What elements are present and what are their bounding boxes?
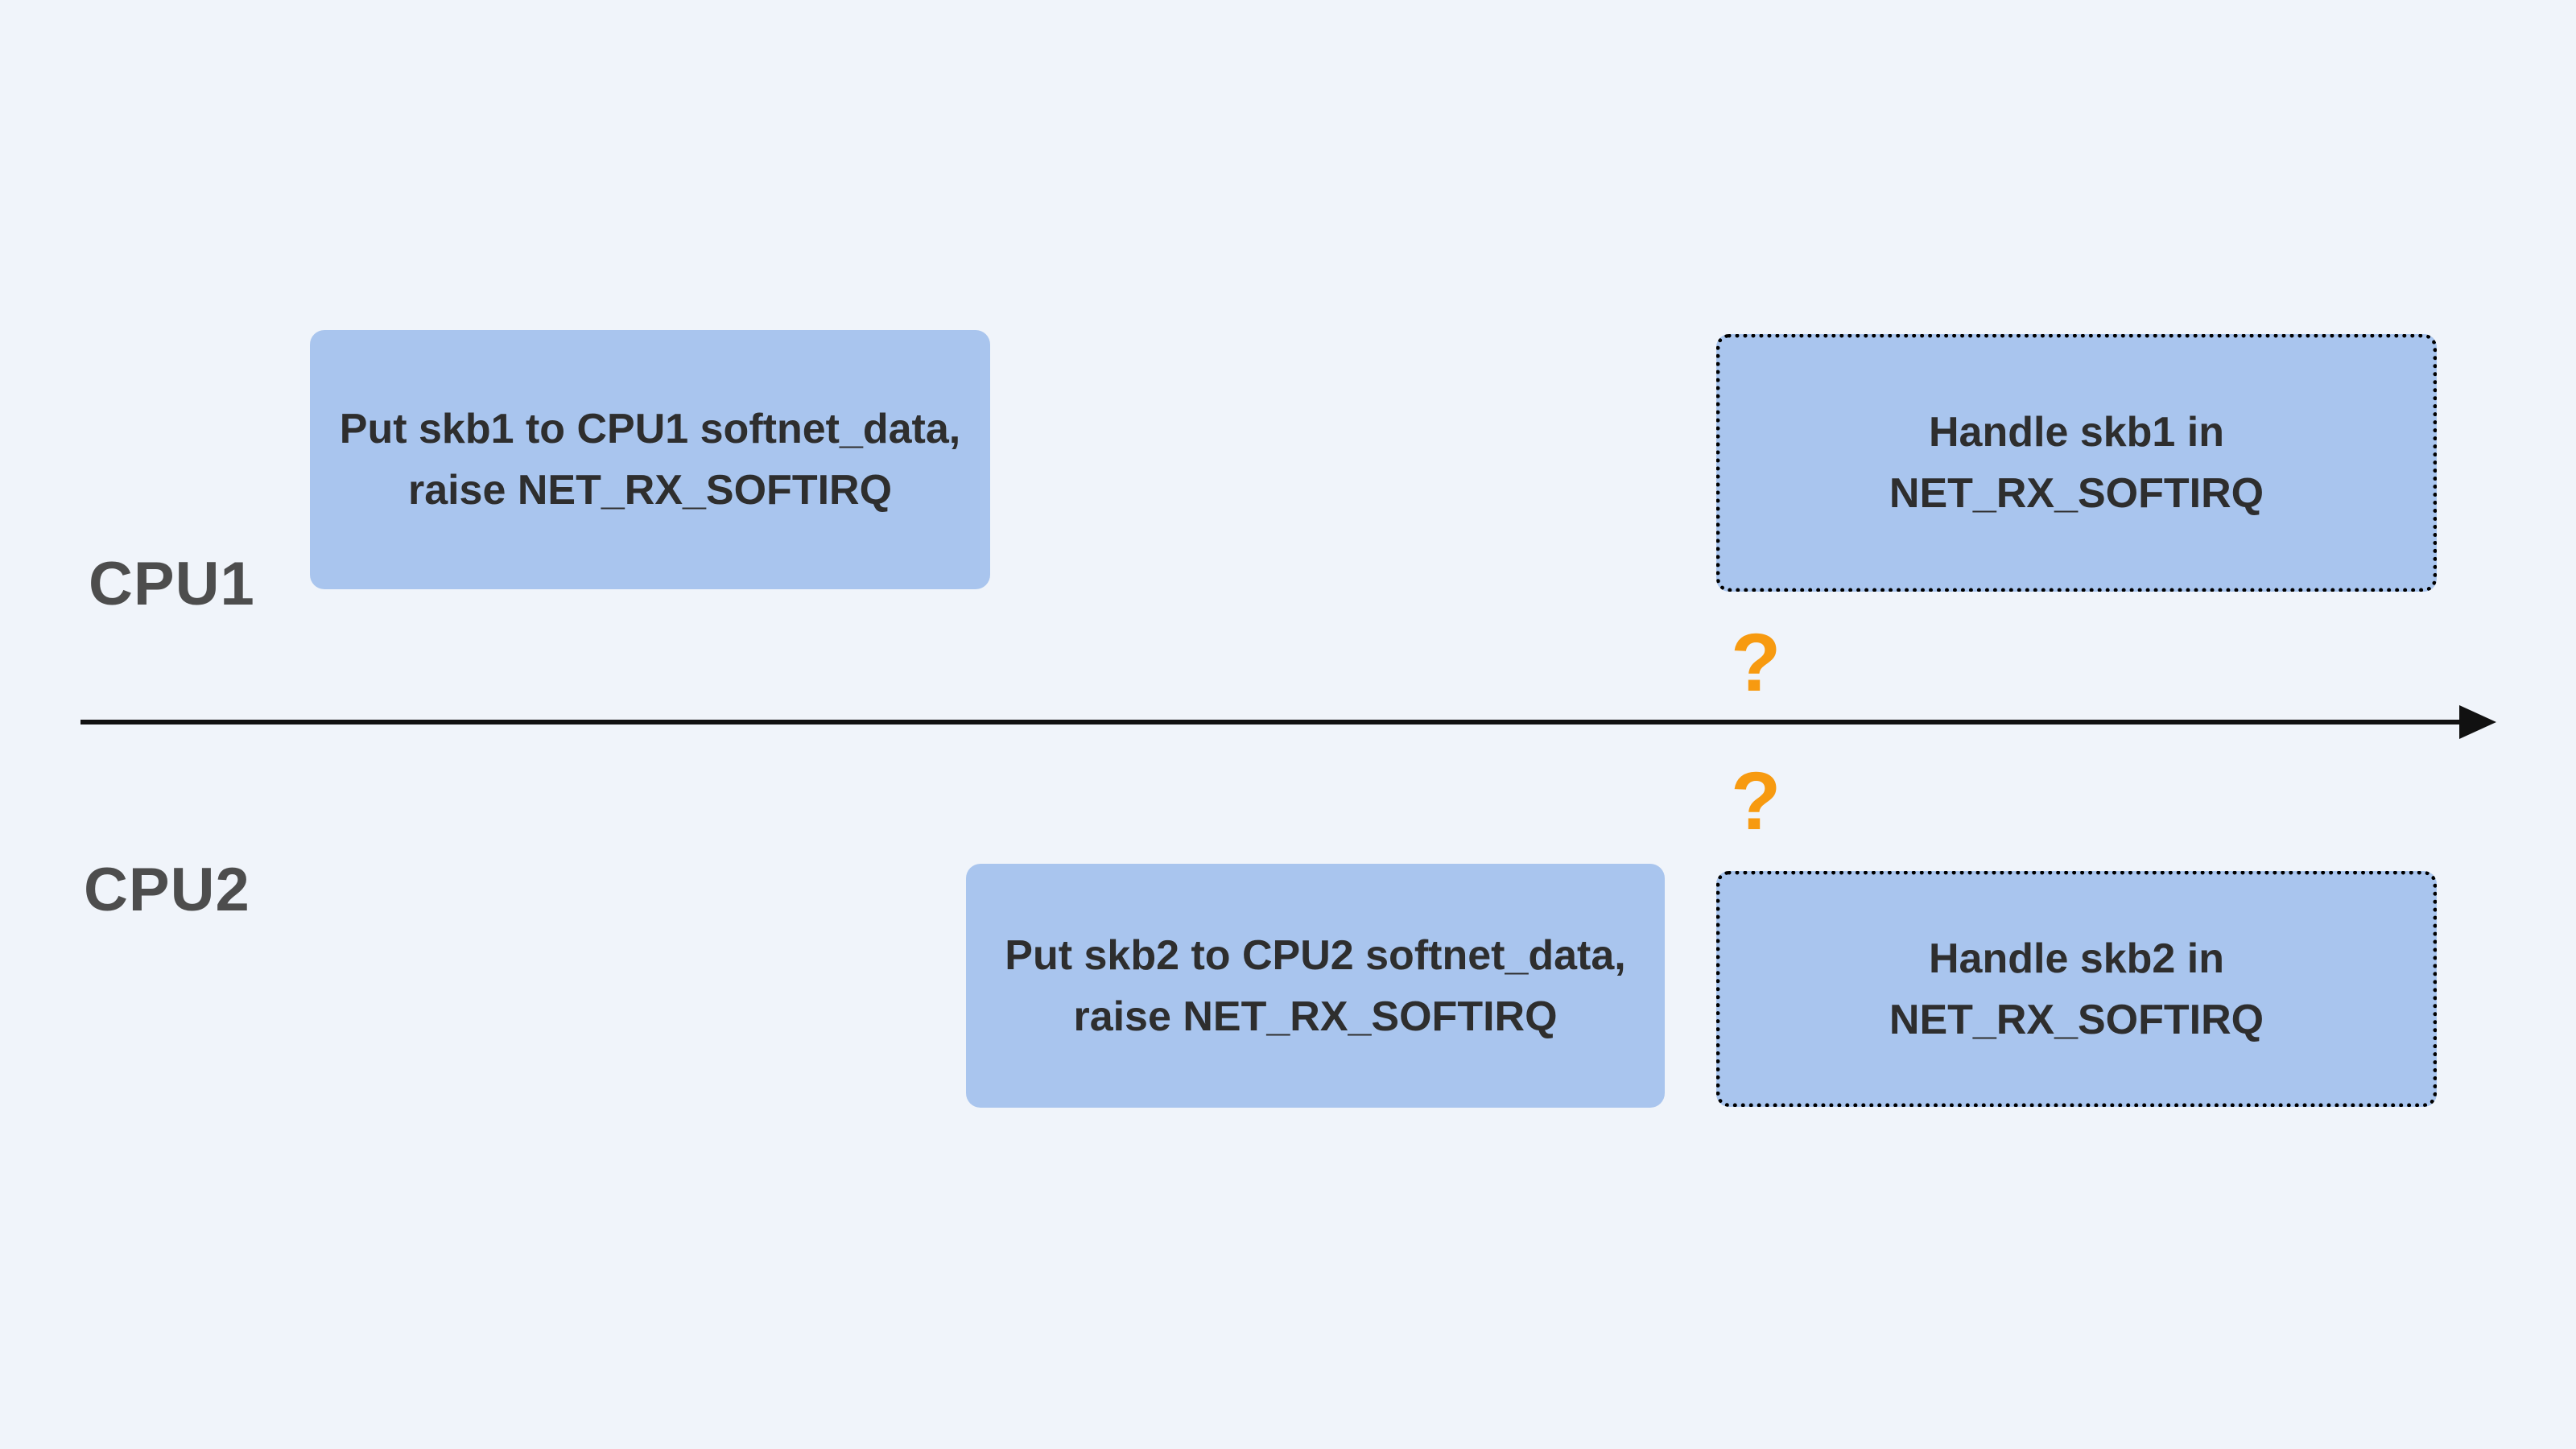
timeline-line — [80, 720, 2467, 724]
cpu1-handle-line1: Handle skb1 in — [1929, 409, 2224, 456]
cpu2-handle-line2: NET_RX_SOFTIRQ — [1889, 996, 2264, 1043]
cpu1-enqueue-line2: raise NET_RX_SOFTIRQ — [407, 467, 893, 514]
cpu2-handle-line1: Handle skb2 in — [1929, 935, 2224, 982]
cpu2-enqueue-line1: Put skb2 to CPU2 softnet_data, — [1005, 931, 1626, 979]
cpu1-handle-box: Handle skb1 in NET_RX_SOFTIRQ — [1716, 334, 2437, 592]
cpu2-enqueue-box: Put skb2 to CPU2 softnet_data, raise NET… — [966, 864, 1665, 1108]
question-mark-below-timeline: ? — [1731, 755, 1781, 847]
timeline-arrowhead-icon — [2459, 705, 2496, 739]
cpu2-handle-box: Handle skb2 in NET_RX_SOFTIRQ — [1716, 871, 2437, 1107]
cpu1-enqueue-box: Put skb1 to CPU1 softnet_data, raise NET… — [310, 330, 990, 589]
question-mark-above-timeline: ? — [1731, 617, 1781, 708]
cpu1-handle-line2: NET_RX_SOFTIRQ — [1889, 470, 2264, 517]
cpu1-enqueue-line1: Put skb1 to CPU1 softnet_data, — [339, 406, 961, 452]
cpu1-lane-label: CPU1 — [89, 550, 255, 618]
cpu2-lane-label: CPU2 — [84, 856, 250, 924]
cpu2-enqueue-line2: raise NET_RX_SOFTIRQ — [1073, 993, 1558, 1040]
